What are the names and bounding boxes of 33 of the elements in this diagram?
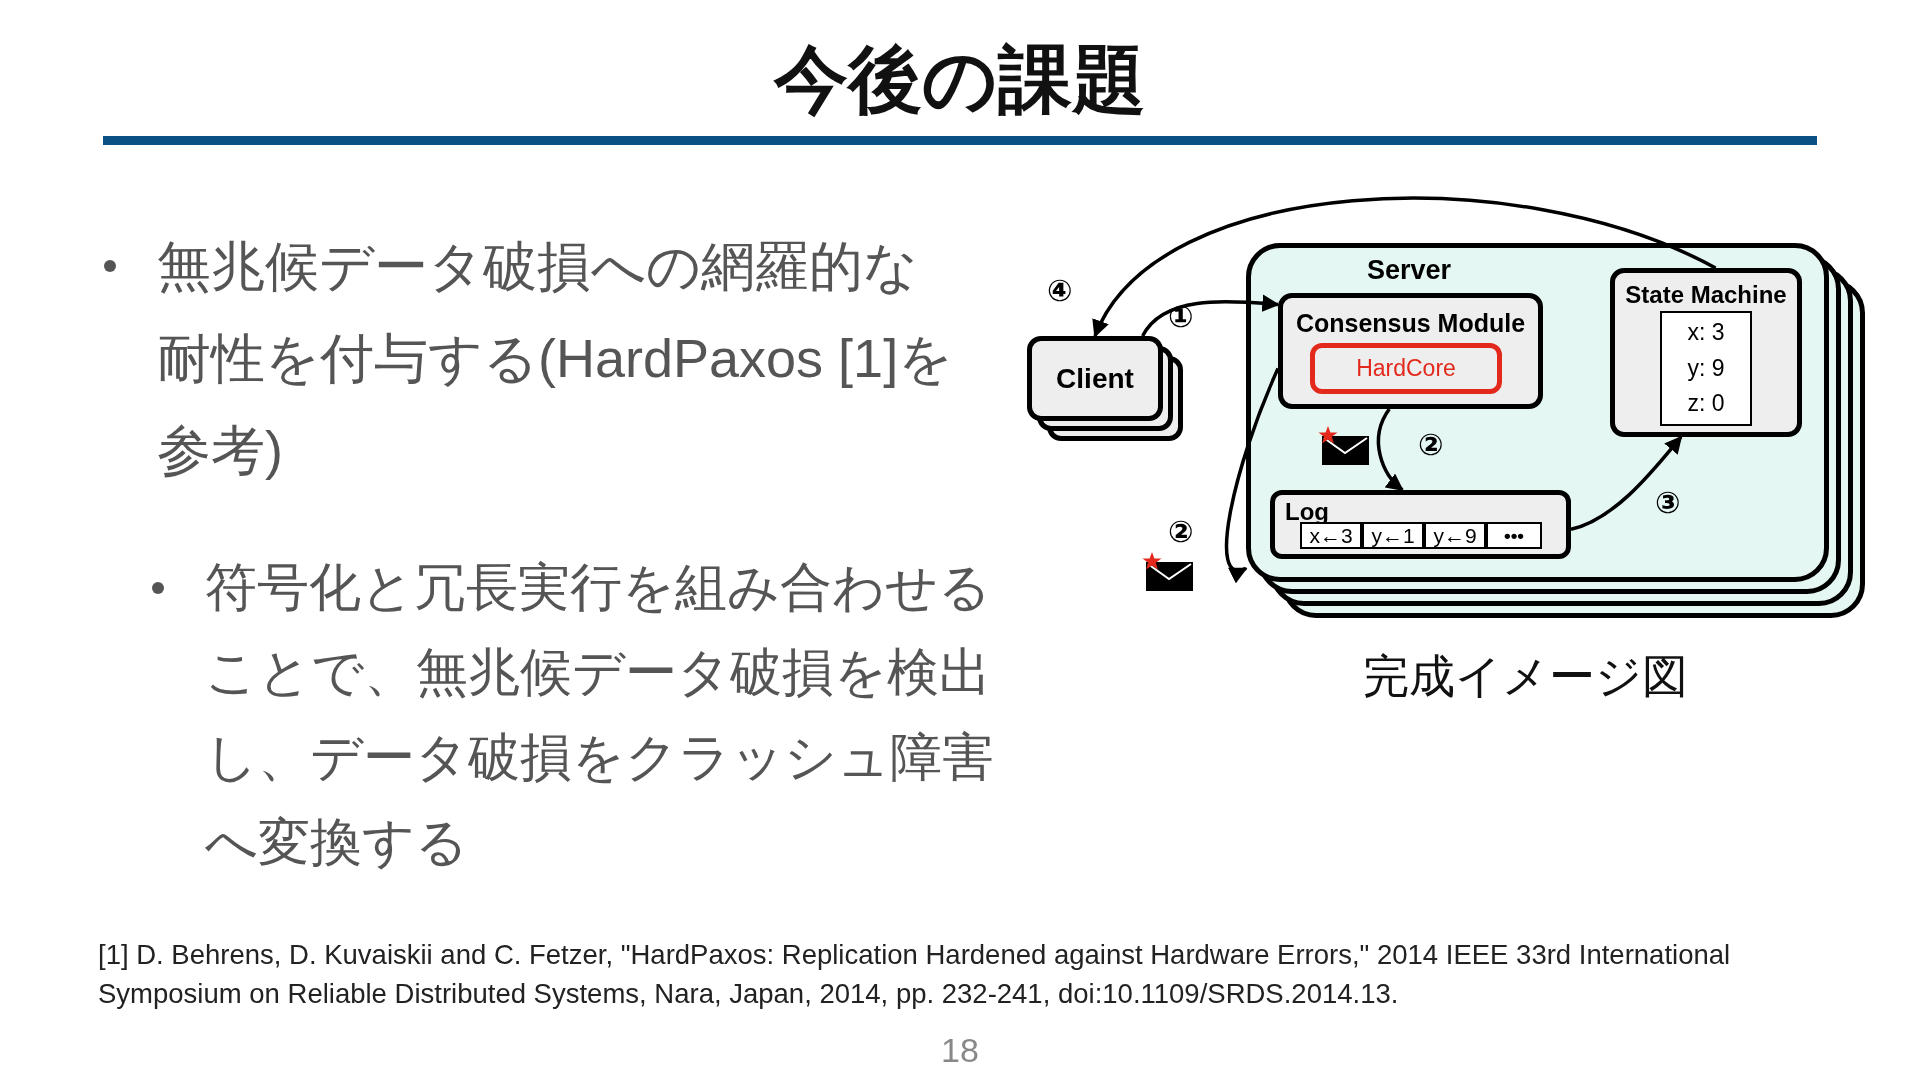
reference-text: [1] D. Behrens, D. Kuvaiskii and C. Fetzer, "HardPaxos: Replication Hardened against Hardware Errors," 2014 IEEE 33rd International Symposium on Reliable Distributed Systems, Nara, Japan, 2014, pp. 232-241, doi:10.1109/SRDS.2014.13. [98,938,1732,1011]
bullet-text: 符号化と冗長実行を組み合わせることで、無兆候データ破損を検出し、データ破損をクラッシュ障害へ変換する [205,557,995,873]
slide-title: 今後の課題 [772,37,1147,123]
figure-caption: 完成イメージ図 [1361,649,1689,704]
edge-label: ③ [1655,486,1681,520]
state-machine-box [1610,268,1802,437]
state-value: z: 0 [1686,389,1726,419]
hardcore-box: HardCore [1310,343,1502,394]
log-entry: y←1 [1362,522,1424,549]
state-value: y: 9 [1686,353,1726,383]
log-entry: x←3 [1300,522,1362,549]
edge-label: ④ [1047,274,1073,308]
state-value: x: 3 [1686,318,1726,347]
page-number: 18 [940,1030,980,1070]
module-box [1278,293,1543,409]
arrow [1376,408,1404,492]
edge-label: ② [1168,515,1194,549]
edge-label: ② [1418,428,1444,462]
arrow [1224,367,1280,581]
server-box [1246,243,1829,582]
box-title: Client [1055,361,1135,396]
arrow [1141,294,1280,337]
log-entry: ••• [1486,522,1542,549]
log-entry: y←9 [1424,522,1486,549]
arrow [1093,196,1717,338]
box-title: State Machine [1624,281,1788,310]
client-box [1027,336,1163,421]
arrow [1570,435,1683,531]
box-title: Consensus Module [1294,308,1527,338]
log-box [1270,490,1571,559]
state-values-box [1660,311,1752,426]
box-title: Server [1367,254,1452,287]
bullet-text: 無兆候データ破損への網羅的な耐性を付与する(HardPaxos [1]を参考) [157,235,955,482]
